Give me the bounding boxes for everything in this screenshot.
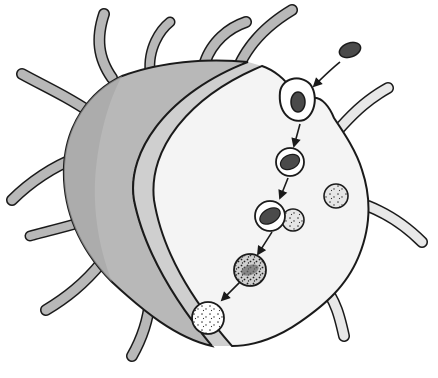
arrow-particle-to-engulfment <box>314 62 340 86</box>
stage-residual-body <box>192 302 224 334</box>
engulfed-bacterium <box>291 92 305 112</box>
pseudopod-bottom-left <box>46 262 102 310</box>
free-lysosome <box>324 184 348 208</box>
bacterium <box>337 40 362 61</box>
pseudopod-right-lower <box>368 206 422 242</box>
stage-engulfment <box>291 92 305 112</box>
pseudopod-right-upper <box>340 88 388 128</box>
pseudopod-left-upper <box>22 74 90 112</box>
pseudopod-top-left <box>99 14 112 78</box>
stage-digestion <box>234 254 266 286</box>
lysosome-enzymes <box>283 210 303 230</box>
lysosome-enzymes <box>325 185 347 207</box>
residual-debris <box>193 303 223 333</box>
stage-free-particle <box>337 40 362 61</box>
stage-phagosome <box>276 148 304 176</box>
